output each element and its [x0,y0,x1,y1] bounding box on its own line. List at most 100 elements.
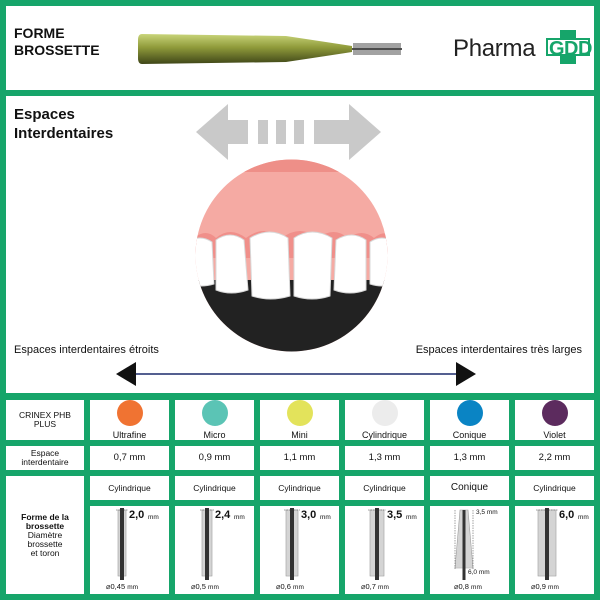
row-head-shape: Forme de la brossette Diamètre brossette… [6,476,84,594]
narrow-spaces-label: Espaces interdentaires étroits [14,344,159,356]
product-cell: Ultrafine [90,400,169,440]
shape-cell: Cylindrique [90,476,169,500]
shape-label: Conique [450,482,489,493]
logo-text: Pharma [453,35,536,62]
wire-value: 0,8 [458,582,469,591]
wire-diameter: ⌀0,8 mm [454,582,482,591]
space-value: 2,2 mm [538,452,571,463]
spaces-title-line2: Interdentaires [14,125,114,142]
color-swatch [456,400,483,426]
wire-diameter: ⌀0,6 mm [276,582,304,591]
brush-diagram [368,508,386,580]
space-cell: 1,3 mm [345,446,424,470]
spaces-title-line1: Espaces [14,106,75,123]
shape-cell: Cylindrique [515,476,594,500]
space-cell: 0,9 mm [175,446,254,470]
product-cell: Cylindrique [345,400,424,440]
diameter-value: 2,4 [215,509,231,521]
diameter-value: 2,0 [129,509,145,521]
spacing-double-arrow-icon [196,104,381,160]
row-head-space-line1: Espace [30,448,60,458]
product-cell: Violet [515,400,594,440]
brush-diagram [536,508,558,580]
row-head-space: Espace interdentaire [6,446,84,470]
header-title-line2: BROSSETTE [14,42,100,58]
product-cell: Conique [430,400,509,440]
color-swatch [541,400,568,426]
shape-label: Cylindrique [278,483,321,493]
shape-label: Cylindrique [108,483,151,493]
brush-diagram [454,509,474,580]
diameter-value: 6,0 [559,509,575,521]
shape-label: Cylindrique [363,483,406,493]
diameter-unit: mm [578,514,589,521]
header-title: FORME BROSSETTE [14,25,100,59]
interdental-brush-icon [138,34,402,64]
space-cell: 0,7 mm [90,446,169,470]
product-name: Mini [291,430,308,440]
row-head-shape-line3: Diamètre [27,529,63,540]
color-swatch [286,400,313,426]
shape-cell: Cylindrique [260,476,339,500]
color-swatch [371,400,398,426]
wire-unit: mm [127,584,139,591]
diameter-unit: mm [148,514,159,521]
product-name: Violet [543,430,566,440]
wire-value: 0,9 [535,582,546,591]
space-value: 0,7 mm [113,452,146,463]
range-double-arrow-icon [116,362,476,386]
product-name: Conique [452,430,487,440]
space-value: 1,3 mm [453,452,486,463]
space-value: 1,1 mm [283,452,316,463]
color-swatch [201,400,228,426]
brush-diagram [284,508,300,580]
shape-cell: Conique [430,476,509,500]
diameter-unit: mm [406,514,417,521]
row-head-shape-line1: Forme de la [21,511,69,522]
product-name: Cylindrique [361,430,408,440]
shape-label: Cylindrique [533,483,576,493]
logo-badge-text: GDD [549,38,592,60]
wide-spaces-label: Espaces interdentaires très larges [415,344,582,356]
wire-value: 0,6 [280,582,291,591]
diameter-value: 3,0 [301,509,317,521]
wire-unit: mm [208,584,219,591]
row-head-space-line2: interdentaire [21,457,69,467]
diameter-top-value: 3,5 mm [476,509,498,516]
brush-diagram [116,508,128,580]
teeth-illustration [195,159,388,352]
wire-diameter: ⌀0,7 mm [361,582,389,591]
color-swatch [116,400,143,426]
pharmagdd-logo: Pharma GDD [453,24,593,70]
wire-value: 0,5 [195,582,206,591]
wire-unit: mm [293,584,304,591]
product-cell: Mini [260,400,339,440]
diameter-unit: mm [320,514,331,521]
diameter-value: 3,5 [387,509,403,521]
shape-cell: Cylindrique [175,476,254,500]
wire-unit: mm [548,584,559,591]
spaces-title: Espaces Interdentaires [14,105,113,143]
wire-value: 0,45 [110,582,126,591]
row-head-shape-line2: brossette [25,520,65,531]
wire-value: 0,7 [365,582,376,591]
header-title-line1: FORME [14,25,65,41]
logo-badge-icon [546,30,590,64]
row-head-shape-line5: et toron [30,547,60,558]
product-name: Ultrafine [112,430,147,440]
row-head-product-text: CRINEX PHB PLUS [19,410,71,429]
space-cell: 1,3 mm [430,446,509,470]
wire-diameter: ⌀0,9 mm [531,582,559,591]
header-panel: FORME BROSSETTE Pharma GDD [6,6,594,90]
row-head-shape-line4: brossette [27,538,63,549]
space-value: 0,9 mm [198,452,231,463]
wire-unit: mm [378,584,389,591]
shape-cell: Cylindrique [345,476,424,500]
space-cell: 2,2 mm [515,446,594,470]
row-head-product: CRINEX PHB PLUS [6,400,84,440]
